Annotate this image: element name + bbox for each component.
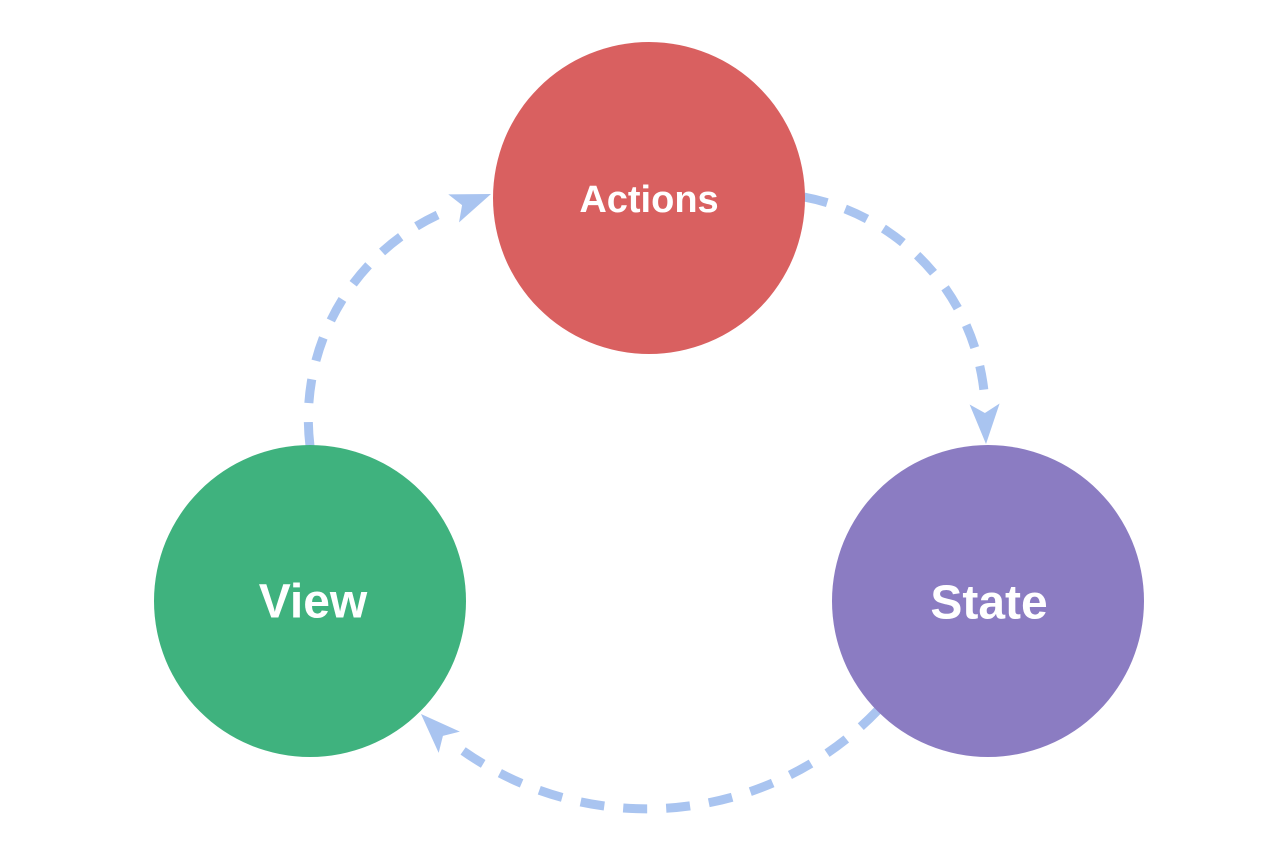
arrow-actions-to-state-path — [803, 192, 990, 405]
arrow-state-to-view-arrowhead-icon — [421, 714, 460, 753]
arrow-state-to-view-path — [448, 706, 882, 814]
node-state-circle — [832, 445, 1144, 757]
node-view-circle — [154, 445, 466, 757]
flow-arrows — [303, 192, 1000, 814]
arrow-actions-to-state-arrowhead-icon — [969, 403, 1000, 444]
arrow-view-to-actions-arrowhead-icon — [448, 194, 491, 223]
node-view: View — [154, 445, 466, 757]
node-state-label: State — [930, 577, 1047, 630]
arrow-view-to-actions-path — [303, 203, 456, 447]
node-actions-circle — [493, 42, 805, 354]
node-state: State — [832, 445, 1144, 757]
node-actions: Actions — [493, 42, 805, 354]
node-actions-label: Actions — [579, 179, 718, 221]
node-view-label: View — [259, 576, 368, 629]
